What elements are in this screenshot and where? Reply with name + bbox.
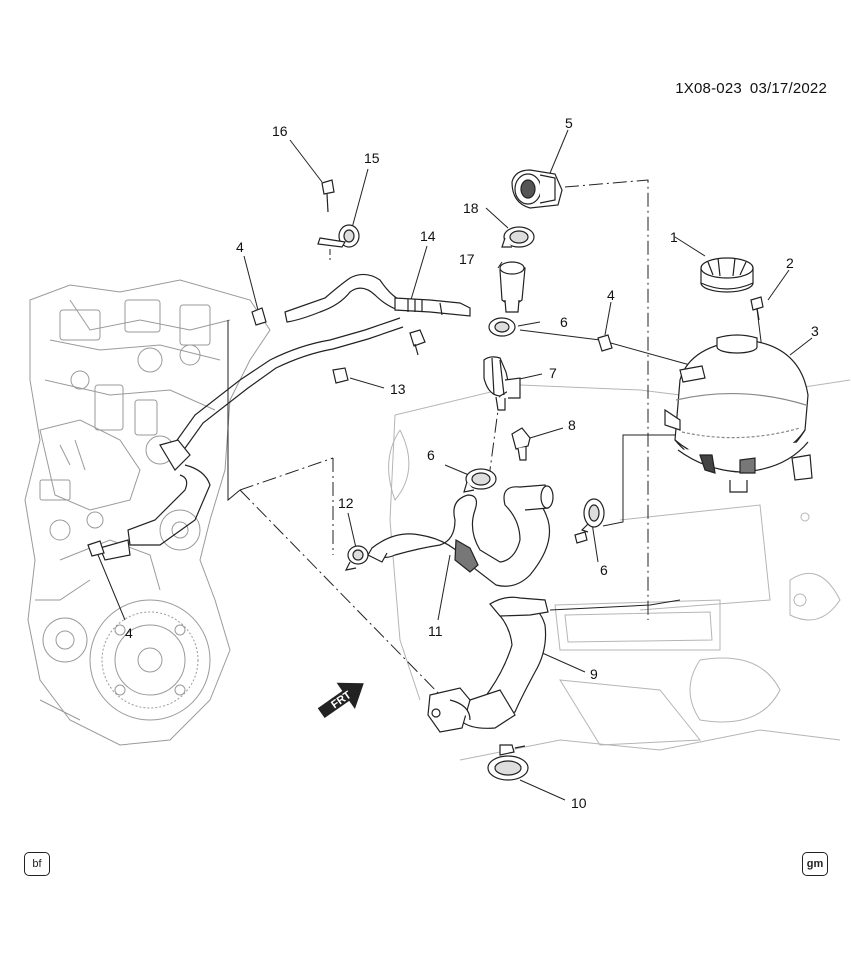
- clamp-12: [344, 545, 369, 571]
- clip-4-right: [597, 334, 613, 352]
- diagram-reference: 1X08-023 03/17/2022: [667, 80, 827, 97]
- engine-block: [24, 279, 271, 746]
- gm-logo-badge: gm: [802, 852, 828, 876]
- heater-hose-upper: [284, 273, 471, 323]
- body-panel: [388, 379, 851, 761]
- bolt-2: [750, 296, 764, 321]
- clip-13: [332, 329, 426, 384]
- diagram-code: 1X08-023: [675, 80, 742, 97]
- bf-badge: bf: [24, 852, 50, 876]
- coolant-reservoir: [664, 334, 813, 493]
- bolt-right: [574, 531, 588, 544]
- callout-6-upper: 6: [560, 314, 568, 330]
- callout-6-right: 6: [600, 562, 608, 578]
- connector-5: [511, 169, 563, 209]
- callout-4-upper: 4: [236, 239, 244, 255]
- hose-9: [427, 596, 549, 733]
- callout-13: 13: [390, 381, 406, 397]
- callout-7: 7: [549, 365, 557, 381]
- leader-lines: [95, 129, 813, 801]
- callout-4-right: 4: [607, 287, 615, 303]
- clamp-10: [487, 744, 529, 781]
- fitting-7: [483, 356, 521, 411]
- clamp-18: [501, 226, 535, 248]
- callout-5: 5: [565, 115, 573, 131]
- sensor-8: [511, 427, 531, 461]
- callout-1: 1: [670, 229, 678, 245]
- hose-11: [367, 484, 554, 587]
- callout-numbers: 1 2 3 4 4 4 5 6 6 6 7 8 9 10 11 12 13 14…: [125, 115, 819, 811]
- diagram-date: 03/17/2022: [749, 80, 827, 97]
- callout-3: 3: [811, 323, 819, 339]
- callout-6-middle: 6: [427, 447, 435, 463]
- callout-18: 18: [463, 200, 479, 216]
- callout-10: 10: [571, 795, 587, 811]
- callout-14: 14: [420, 228, 436, 244]
- reservoir-cap: [700, 257, 754, 293]
- clamp-6-middle: [463, 468, 497, 493]
- hose-17: [499, 261, 526, 313]
- clip-4-lower: [87, 540, 105, 557]
- callout-16: 16: [272, 123, 288, 139]
- clip-15: [317, 224, 360, 248]
- heater-tube: [99, 317, 404, 561]
- clamp-6-right: [580, 498, 605, 533]
- callout-9: 9: [590, 666, 598, 682]
- callout-12: 12: [338, 495, 354, 511]
- clip-4-upper: [251, 307, 267, 326]
- front-direction-arrow: FRT: [317, 682, 364, 719]
- callout-8: 8: [568, 417, 576, 433]
- callout-11: 11: [428, 623, 443, 639]
- callout-17: 17: [459, 251, 475, 267]
- clamp-6-upper: [488, 317, 516, 337]
- callout-15: 15: [364, 150, 380, 166]
- callout-4-lower: 4: [125, 625, 133, 641]
- bolt-16: [321, 179, 335, 213]
- callout-2: 2: [786, 255, 794, 271]
